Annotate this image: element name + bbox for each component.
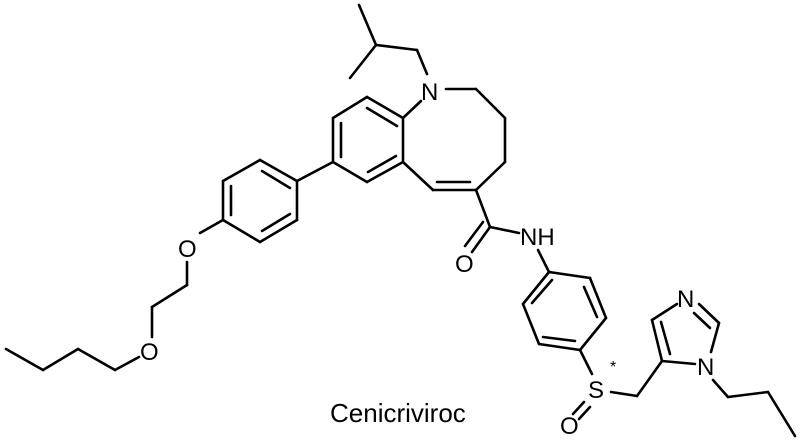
atom-o-sulfoxide: O xyxy=(560,413,579,440)
amide-group xyxy=(463,188,521,254)
atom-nh-amide: NH xyxy=(520,224,555,251)
isobutyl-group xyxy=(348,3,429,80)
biaryl-bond xyxy=(295,160,335,183)
stereo-marker: * xyxy=(610,359,616,376)
atom-s-sulfoxide: S xyxy=(588,377,604,404)
atom-n3-imidazole: N xyxy=(677,286,694,313)
atom-o-aryl-ether: O xyxy=(178,236,197,263)
atom-o-butyl-ether: O xyxy=(140,339,159,366)
atom-n-azocine: N xyxy=(421,79,438,106)
benzo-ring xyxy=(331,95,405,184)
sulfoxide-group xyxy=(571,348,664,421)
atom-o-carbonyl: O xyxy=(455,251,474,278)
propyl-group xyxy=(711,378,797,438)
compound-name: Cenicriviroc xyxy=(330,398,466,428)
azocine-ring xyxy=(401,87,507,192)
atom-n1-imidazole: N xyxy=(697,354,714,381)
sulfinylphenyl-ring xyxy=(521,248,608,352)
imidazole-ring xyxy=(650,302,721,366)
alkoxyphenyl-ring xyxy=(221,158,299,244)
butoxyethoxy-chain xyxy=(4,218,225,372)
